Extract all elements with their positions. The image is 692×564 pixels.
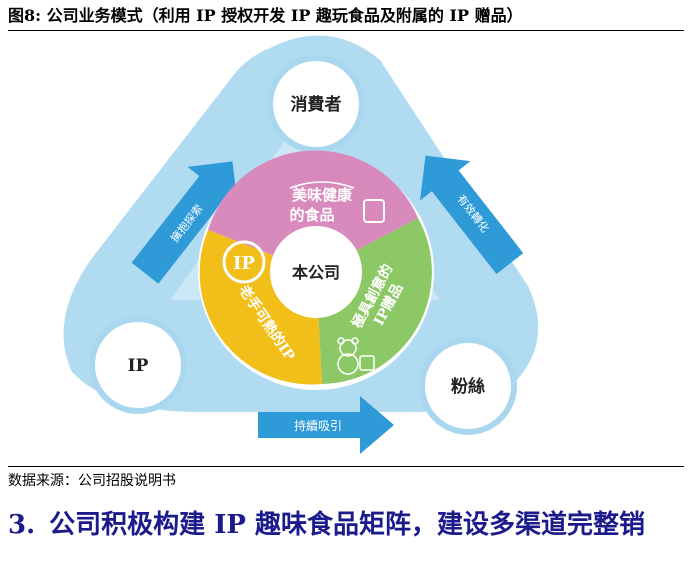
attract-arrow: 持續吸引	[258, 396, 394, 454]
section-heading: 3. 公司积极构建 IP 趣味食品矩阵，建设多渠道完整销	[8, 508, 688, 542]
figure-title: 图8: 公司业务模式（利用 IP 授权开发 IP 趣玩食品及附属的 IP 赠品）	[8, 6, 523, 25]
explore-arrow: 擁抱探索	[131, 161, 238, 284]
consumer-node	[267, 55, 365, 153]
food-segment	[208, 150, 418, 272]
source-note: 数据来源：公司招股说明书	[8, 473, 176, 489]
source-rule	[8, 466, 684, 467]
food-text-1: 美味健康	[292, 186, 353, 204]
title-rule	[8, 30, 684, 31]
company-node	[270, 226, 362, 318]
ip-node-label: IP	[128, 356, 149, 376]
section-number: 3.	[8, 510, 36, 540]
teddy-bear-icon	[337, 337, 375, 375]
attract-label: 持續吸引	[294, 418, 342, 433]
consumer-label: 消費者	[291, 94, 342, 115]
food-swoosh	[289, 181, 355, 189]
fans-label: 粉絲	[451, 376, 485, 397]
section-heading-text: 公司积极构建 IP 趣味食品矩阵，建设多渠道完整销	[49, 510, 645, 540]
ip-badge	[222, 240, 266, 284]
ip-node	[89, 316, 187, 414]
business-model-diagram: 消費者 IP 粉絲 擁抱探索 有效轉化 持續吸引 本公司 美味健康 的食品 極具…	[63, 35, 539, 454]
food-package-icon	[363, 199, 385, 223]
core-wheel: 本公司	[198, 150, 434, 390]
fans-node	[419, 337, 517, 435]
ip-badge-label: IP	[233, 253, 255, 274]
company-label: 本公司	[292, 263, 340, 282]
food-text-2: 的食品	[289, 206, 334, 224]
